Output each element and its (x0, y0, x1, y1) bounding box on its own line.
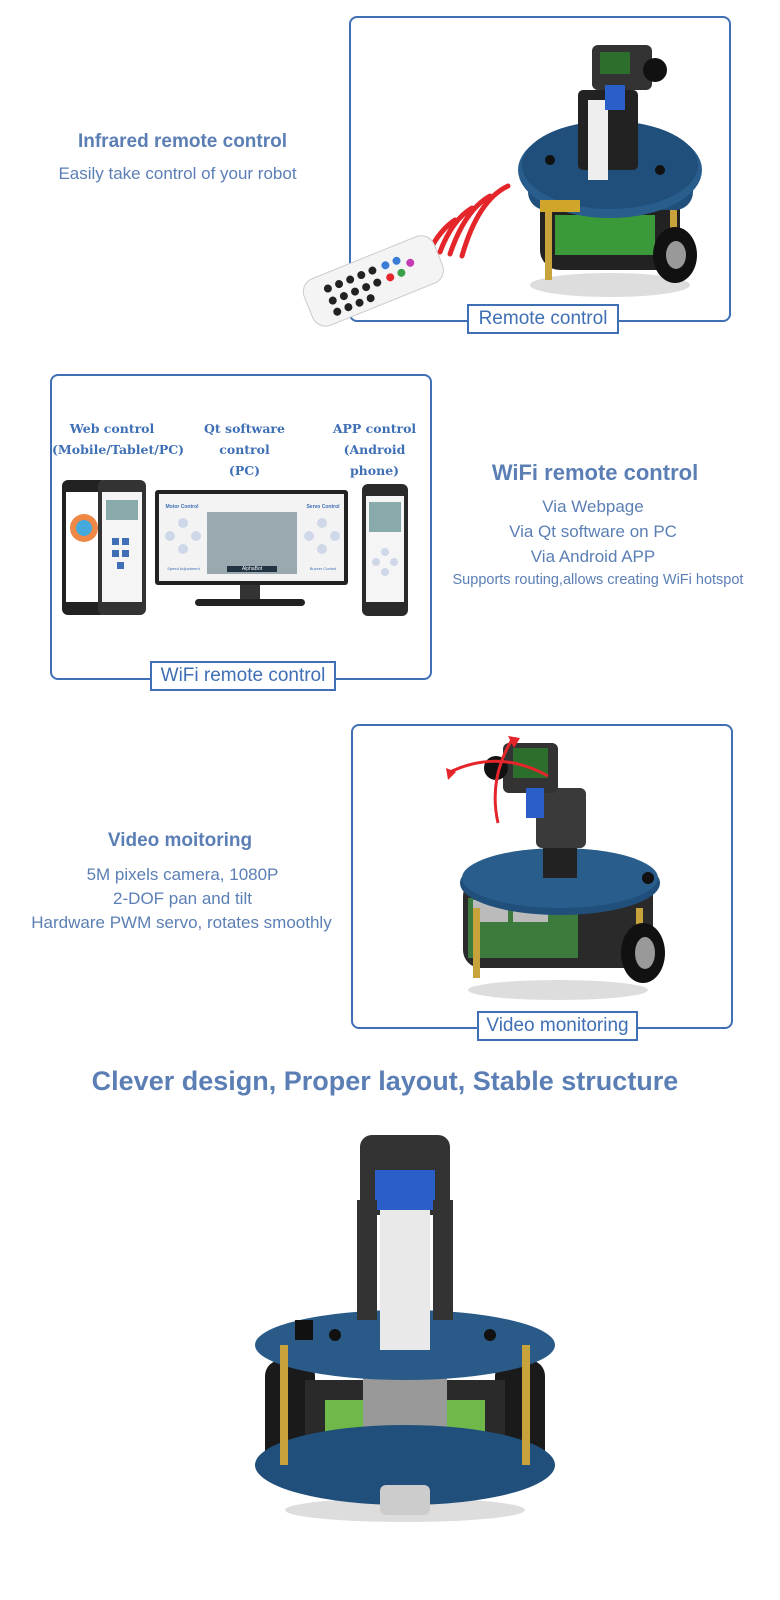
monitor-stand (240, 585, 260, 599)
video-caption: Video monitoring (477, 1011, 638, 1041)
wifi-label-web: Web control(Mobile/Tablet/PC) (52, 421, 185, 457)
ir-robot-image (518, 45, 702, 297)
servo-arrow-pad (304, 518, 340, 554)
video-line-camera: 5M pixels camera, 1080P (86, 865, 279, 884)
wifi-monitor: Motor Control Speed Adjustment AlphaBot … (155, 490, 348, 585)
wifi-line-android: Via Android APP (530, 547, 656, 566)
video-line-pan-tilt: 2-DOF pan and tilt (113, 889, 252, 908)
design-robot-image (255, 1135, 555, 1522)
video-robot-image (446, 736, 665, 1000)
buzzer-control-label: Buzzer Control (309, 566, 337, 571)
wifi-heading: WiFi remote control (491, 460, 699, 485)
camera-feed: AlphaBot (207, 512, 297, 574)
wifi-line-qt: Via Qt software on PC (509, 522, 677, 541)
wifi-line-webpage: Via Webpage (542, 497, 644, 516)
ir-subline: Easily take control of your robot (58, 164, 297, 183)
speed-adjustment-label: Speed Adjustment (167, 566, 200, 571)
monitor-base (195, 599, 305, 606)
wifi-phones-image (62, 480, 146, 615)
wifi-label-app: APP control(Android phone) (332, 421, 417, 478)
video-line-servo: Hardware PWM servo, rotates smoothly (31, 913, 332, 932)
wifi-caption: WiFi remote control (150, 661, 336, 691)
wifi-monitor-screen: Motor Control Speed Adjustment AlphaBot … (159, 494, 344, 581)
alphabot-logo: AlphaBot (227, 566, 277, 572)
wifi-line-routing: Supports routing,allows creating WiFi ho… (452, 572, 744, 588)
ir-remote-image (302, 235, 444, 327)
design-title: Clever design, Proper layout, Stable str… (91, 1066, 679, 1096)
wifi-label-qt: Qt software control(PC) (204, 421, 285, 478)
servo-control-title: Servo Control (306, 504, 340, 510)
ir-heading: Infrared remote control (77, 131, 288, 152)
motor-arrow-pad (165, 518, 201, 554)
wifi-android-phone (362, 484, 408, 616)
ir-caption: Remote control (467, 304, 619, 334)
video-heading: Video moitoring (107, 830, 253, 851)
motor-control-title: Motor Control (165, 504, 199, 510)
